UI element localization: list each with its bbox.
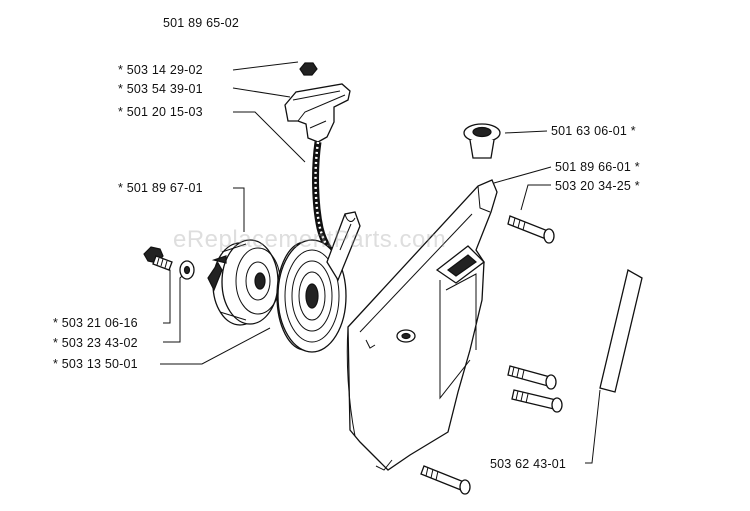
grip-insert-part	[299, 62, 318, 76]
decal-part	[599, 269, 643, 393]
recoil-spring-part	[276, 211, 361, 353]
part-label-recoil-spring: * 503 13 50-01	[53, 357, 138, 371]
starter-housing-part	[346, 179, 498, 471]
leader-lines	[155, 61, 601, 464]
housing-screw-upper	[507, 215, 555, 244]
housing-screw-lower	[420, 465, 471, 495]
rope-guide-part	[463, 123, 501, 159]
part-label-rope-guide: 501 63 06-01 *	[551, 124, 636, 138]
part-label-grip-insert: * 503 14 29-02	[118, 63, 203, 77]
part-label-starter-housing: 501 89 66-01 *	[555, 160, 640, 174]
part-label-housing-screw: 503 20 34-25 *	[555, 179, 640, 193]
part-label-decal: 503 62 43-01	[490, 457, 567, 471]
housing-screw-mid-2	[511, 389, 563, 413]
housing-screw-mid-1	[507, 365, 557, 390]
assembly-number: 501 89 65-02	[163, 16, 240, 30]
starter-handle-part	[284, 83, 351, 143]
watermark: eReplacementParts.com	[173, 226, 447, 253]
part-label-starter-rope: * 501 20 15-03	[118, 105, 203, 119]
washer-part	[179, 260, 195, 280]
rope-pulley-part	[207, 239, 281, 326]
center-screw-part	[143, 246, 173, 271]
part-label-washer: * 503 23 43-02	[53, 336, 138, 350]
part-label-starter-handle: * 503 54 39-01	[118, 82, 203, 96]
part-label-rope-pulley: * 501 89 67-01	[118, 181, 203, 195]
part-label-center-screw: * 503 21 06-16	[53, 316, 138, 330]
